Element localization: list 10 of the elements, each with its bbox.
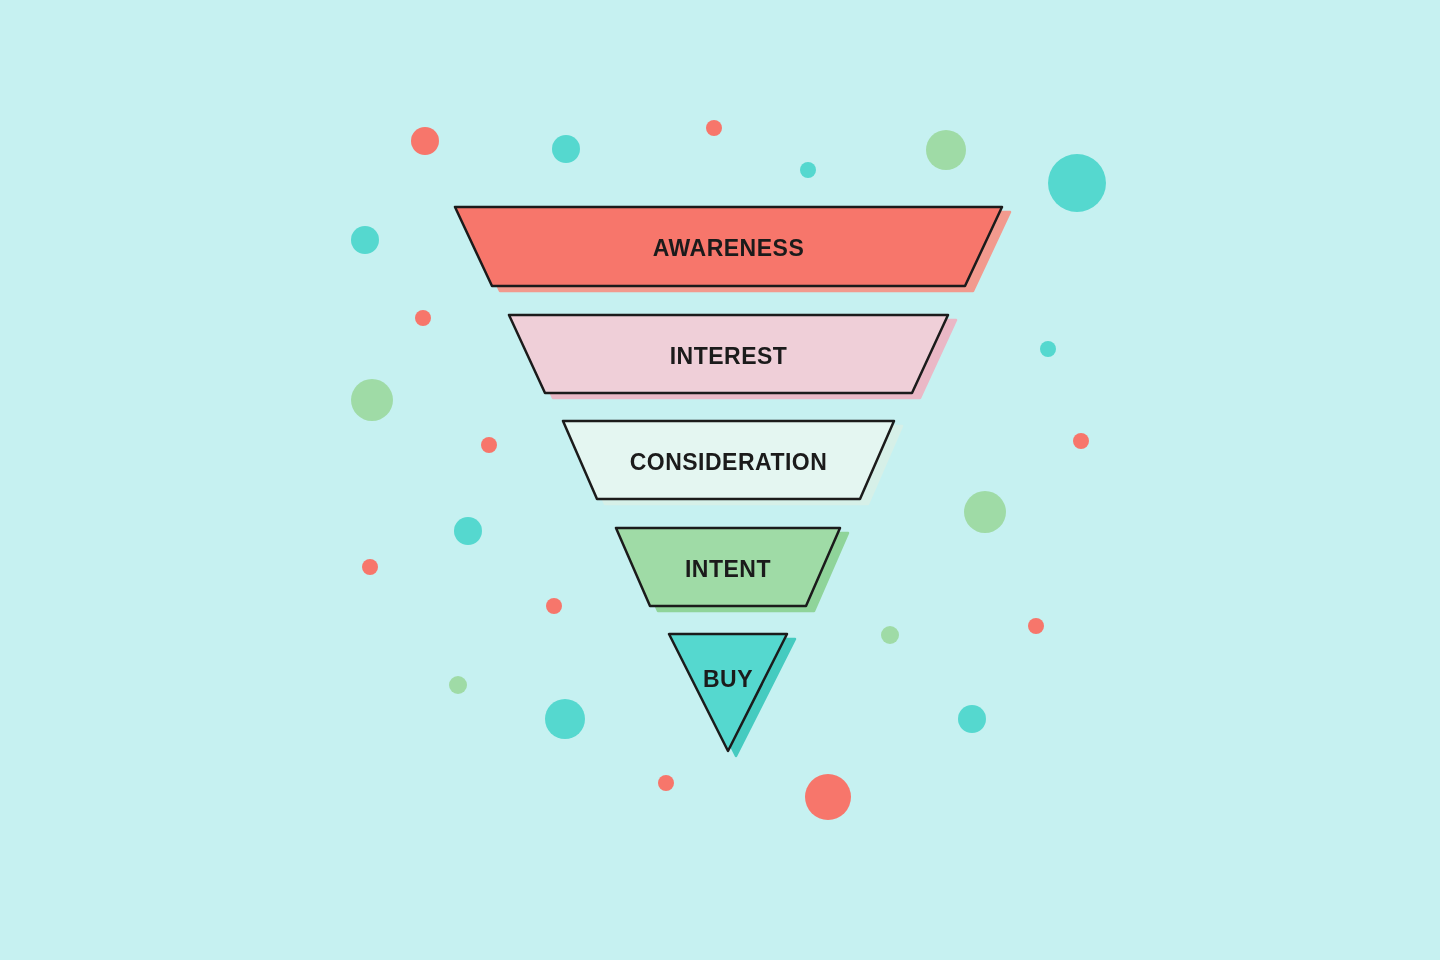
funnel-stage [453,205,1013,295]
funnel-stage [507,313,959,402]
funnel-stage [561,419,905,508]
stage-label: INTEREST [668,343,789,370]
funnel-stage [667,632,798,760]
stage-label: BUY [701,666,755,693]
stage-label: AWARENESS [651,235,806,262]
stage-label: CONSIDERATION [628,449,829,476]
funnel-stage [614,526,851,615]
stage-label: INTENT [683,556,773,583]
